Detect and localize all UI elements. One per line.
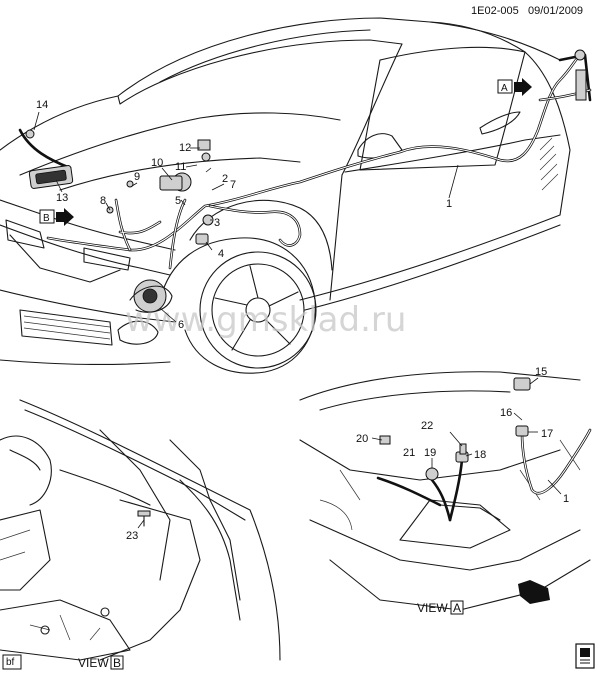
callout-10: 10 <box>151 157 163 169</box>
view-a-illustration <box>299 371 592 611</box>
callout-16: 16 <box>500 407 512 419</box>
callout-11: 11 <box>175 161 186 173</box>
view-ref-a: A <box>497 78 532 96</box>
view-a-label: VIEW A <box>417 580 550 615</box>
view-ref-b-letter: B <box>43 213 50 224</box>
footer-tag: bf <box>2 654 22 670</box>
front-arrow-icon <box>518 580 550 604</box>
diagram-code: 1E02-005 <box>471 5 519 17</box>
callout-22: 22 <box>421 420 433 432</box>
ground-connector <box>195 233 209 245</box>
callout-1-view-a: 1 <box>563 493 569 505</box>
callout-9: 9 <box>134 171 140 183</box>
callout-14: 14 <box>36 99 48 111</box>
callout-20: 20 <box>356 433 368 445</box>
callout-4: 4 <box>218 248 224 260</box>
diagram-date: 09/01/2009 <box>528 5 583 17</box>
manual-book-icon <box>575 643 595 669</box>
view-ref-b: B <box>39 208 74 226</box>
view-a-prefix: VIEW <box>417 601 448 615</box>
stud <box>25 129 35 139</box>
callout-13: 13 <box>56 192 68 204</box>
callout-21: 21 <box>403 447 415 459</box>
view-b-letter: B <box>113 656 121 670</box>
callout-6: 6 <box>178 319 184 331</box>
view-b-prefix: VIEW <box>78 656 109 670</box>
leader-lines <box>33 111 562 529</box>
callout-5: 5 <box>175 195 181 207</box>
watermark: www.gmsklad.ru <box>125 300 406 340</box>
arrow-right-icon <box>56 208 74 226</box>
view-b-label: VIEW B <box>78 655 124 670</box>
callout-17: 17 <box>541 428 553 440</box>
callout-7: 7 <box>230 179 236 191</box>
callout-numbers: 1 2 3 4 5 6 7 8 9 10 11 12 13 14 15 16 1… <box>36 99 569 542</box>
arrow-right-icon <box>514 78 532 96</box>
callout-15: 15 <box>535 366 547 378</box>
footer-tag-text: bf <box>6 657 15 668</box>
callout-19: 19 <box>424 447 436 459</box>
callout-1: 1 <box>446 198 452 210</box>
callout-12: 12 <box>179 142 191 154</box>
battery-tray <box>399 499 511 549</box>
callout-2: 2 <box>222 173 228 185</box>
view-a-letter: A <box>453 601 461 615</box>
components-main <box>25 49 587 313</box>
callout-8: 8 <box>100 195 106 207</box>
callout-23: 23 <box>126 530 138 542</box>
callout-3: 3 <box>214 217 220 229</box>
view-ref-a-letter: A <box>501 83 508 94</box>
terminal-cover <box>513 377 531 391</box>
diagram-header: 1E02-005 09/01/2009 <box>471 5 583 17</box>
view-b-illustration <box>0 399 281 661</box>
wiring-harness-main <box>18 53 592 270</box>
callout-18: 18 <box>474 449 486 461</box>
